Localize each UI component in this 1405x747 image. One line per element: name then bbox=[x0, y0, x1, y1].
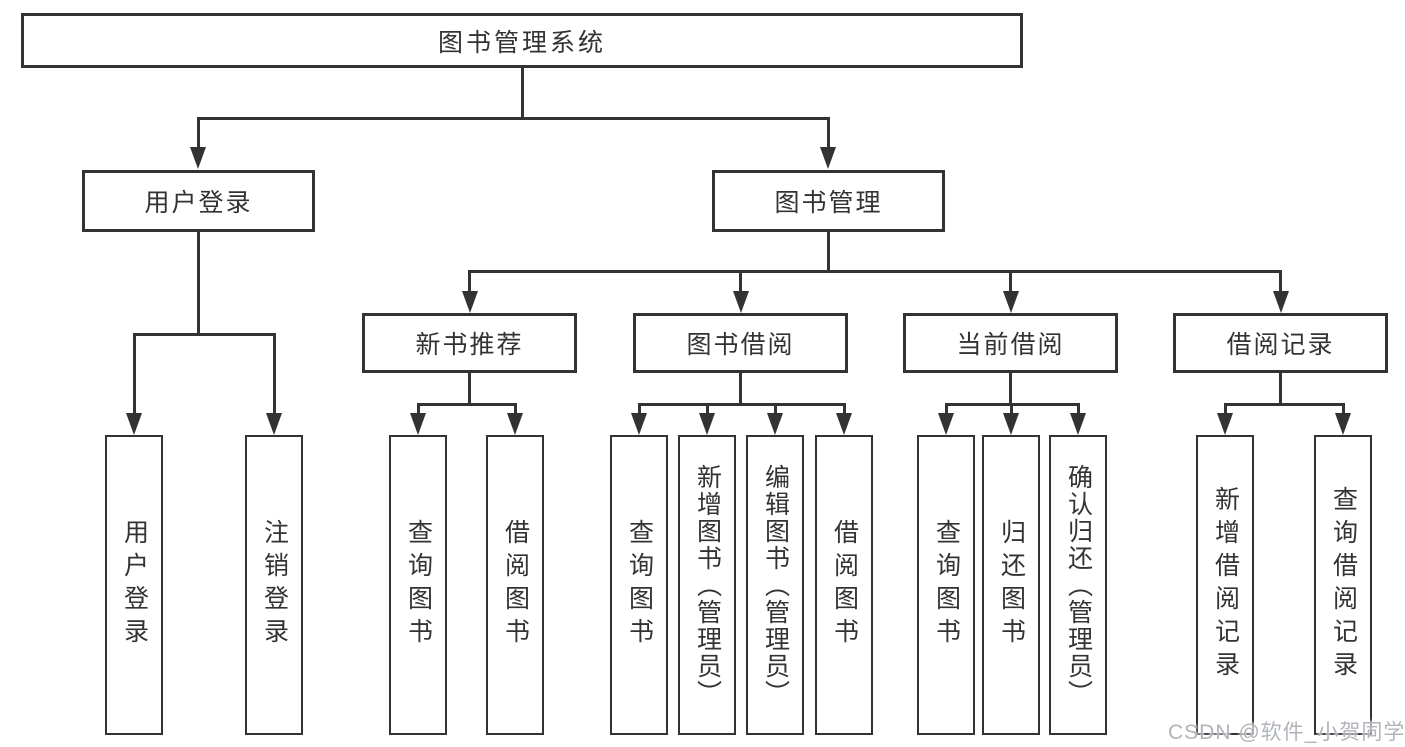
arrow-to-leaf-user-login-icon bbox=[126, 336, 142, 435]
node-leaf-query-books-1: 查询图书 bbox=[389, 435, 447, 735]
node-leaf-logout: 注销登录 bbox=[245, 435, 303, 735]
node-leaf-borrow-books-1: 借阅图书 bbox=[486, 435, 544, 735]
connector-book-management-stem bbox=[827, 232, 830, 273]
node-leaf-query-borrow-record-label: 查询借阅记录 bbox=[1329, 486, 1358, 684]
node-leaf-add-books-admin: 新增图书（管理员） bbox=[678, 435, 736, 735]
connector-user-login-bar bbox=[132, 333, 276, 336]
node-leaf-add-books-admin-label: 新增图书（管理员） bbox=[693, 463, 722, 707]
node-leaf-return-books-label: 归还图书 bbox=[997, 519, 1026, 651]
node-leaf-borrow-books-2-label: 借阅图书 bbox=[830, 519, 859, 651]
arrow-to-leaf-query-books-1-icon bbox=[410, 406, 426, 435]
node-root: 图书管理系统 bbox=[21, 13, 1023, 68]
node-root-label: 图书管理系统 bbox=[437, 28, 606, 57]
arrow-to-borrow-records-icon bbox=[1272, 273, 1289, 313]
connector-new-book-recommend-stem bbox=[468, 373, 471, 406]
connector-borrow-records-stem bbox=[1279, 373, 1282, 406]
node-user-login: 用户登录 bbox=[82, 170, 315, 232]
node-leaf-logout-label: 注销登录 bbox=[260, 519, 289, 651]
node-leaf-query-books-3-label: 查询图书 bbox=[932, 519, 961, 651]
arrow-to-leaf-query-books-2-icon bbox=[631, 406, 647, 435]
arrow-to-book-borrow-icon bbox=[732, 273, 749, 313]
connector-root-bar bbox=[196, 117, 830, 120]
arrow-to-book-management-icon bbox=[820, 120, 836, 169]
node-leaf-query-books-1-label: 查询图书 bbox=[404, 519, 433, 651]
node-leaf-query-books-2-label: 查询图书 bbox=[625, 519, 654, 651]
node-book-management-label: 图书管理 bbox=[774, 189, 883, 217]
node-book-borrow-label: 图书借阅 bbox=[686, 331, 795, 359]
connector-book-management-bar bbox=[468, 270, 1282, 273]
node-leaf-edit-books-admin-label: 编辑图书（管理员） bbox=[761, 463, 790, 707]
arrow-to-leaf-add-record-icon bbox=[1217, 406, 1233, 435]
arrow-to-leaf-logout-icon bbox=[266, 336, 282, 435]
node-user-login-label: 用户登录 bbox=[144, 189, 253, 217]
node-current-borrow: 当前借阅 bbox=[903, 313, 1118, 373]
arrow-to-leaf-return-books-icon bbox=[1003, 406, 1019, 435]
connector-current-borrow-stem bbox=[1009, 373, 1012, 406]
connector-new-book-recommend-bar bbox=[416, 403, 517, 406]
connector-current-borrow-bar bbox=[944, 403, 1080, 406]
node-leaf-confirm-return-admin-label: 确认归还（管理员） bbox=[1064, 463, 1093, 707]
node-leaf-return-books: 归还图书 bbox=[982, 435, 1040, 735]
node-borrow-records: 借阅记录 bbox=[1173, 313, 1388, 373]
node-leaf-add-borrow-record-label: 新增借阅记录 bbox=[1211, 486, 1240, 684]
node-book-borrow: 图书借阅 bbox=[633, 313, 848, 373]
connector-borrow-records-bar bbox=[1223, 403, 1345, 406]
connector-user-login-stem bbox=[197, 232, 200, 336]
arrow-to-leaf-confirm-return-icon bbox=[1070, 406, 1086, 435]
connector-root-stem bbox=[520, 66, 524, 119]
arrow-to-leaf-borrow-books-2-icon bbox=[836, 406, 852, 435]
arrow-to-leaf-add-books-icon bbox=[699, 406, 715, 435]
node-new-book-recommend: 新书推荐 bbox=[362, 313, 577, 373]
connector-book-borrow-bar bbox=[637, 403, 846, 406]
node-leaf-edit-books-admin: 编辑图书（管理员） bbox=[746, 435, 804, 735]
node-leaf-query-books-2: 查询图书 bbox=[610, 435, 668, 735]
arrow-to-leaf-borrow-books-1-icon bbox=[507, 406, 523, 435]
arrow-to-leaf-query-record-icon bbox=[1335, 406, 1351, 435]
node-leaf-user-login: 用户登录 bbox=[105, 435, 163, 735]
node-leaf-confirm-return-admin: 确认归还（管理员） bbox=[1049, 435, 1107, 735]
arrow-to-current-borrow-icon bbox=[1002, 273, 1019, 313]
node-leaf-add-borrow-record: 新增借阅记录 bbox=[1196, 435, 1254, 735]
node-borrow-records-label: 借阅记录 bbox=[1226, 331, 1335, 359]
node-new-book-recommend-label: 新书推荐 bbox=[415, 331, 524, 359]
arrow-to-leaf-edit-books-icon bbox=[767, 406, 783, 435]
node-leaf-borrow-books-2: 借阅图书 bbox=[815, 435, 873, 735]
arrow-to-leaf-query-books-3-icon bbox=[938, 406, 954, 435]
node-leaf-query-borrow-record: 查询借阅记录 bbox=[1314, 435, 1372, 735]
node-leaf-query-books-3: 查询图书 bbox=[917, 435, 975, 735]
connector-book-borrow-stem bbox=[739, 373, 742, 406]
arrow-to-new-book-recommend-icon bbox=[461, 273, 478, 313]
arrow-to-user-login-icon bbox=[190, 120, 206, 169]
node-leaf-user-login-label: 用户登录 bbox=[120, 519, 149, 651]
node-book-management: 图书管理 bbox=[712, 170, 945, 232]
node-current-borrow-label: 当前借阅 bbox=[956, 331, 1065, 359]
node-leaf-borrow-books-1-label: 借阅图书 bbox=[501, 519, 530, 651]
